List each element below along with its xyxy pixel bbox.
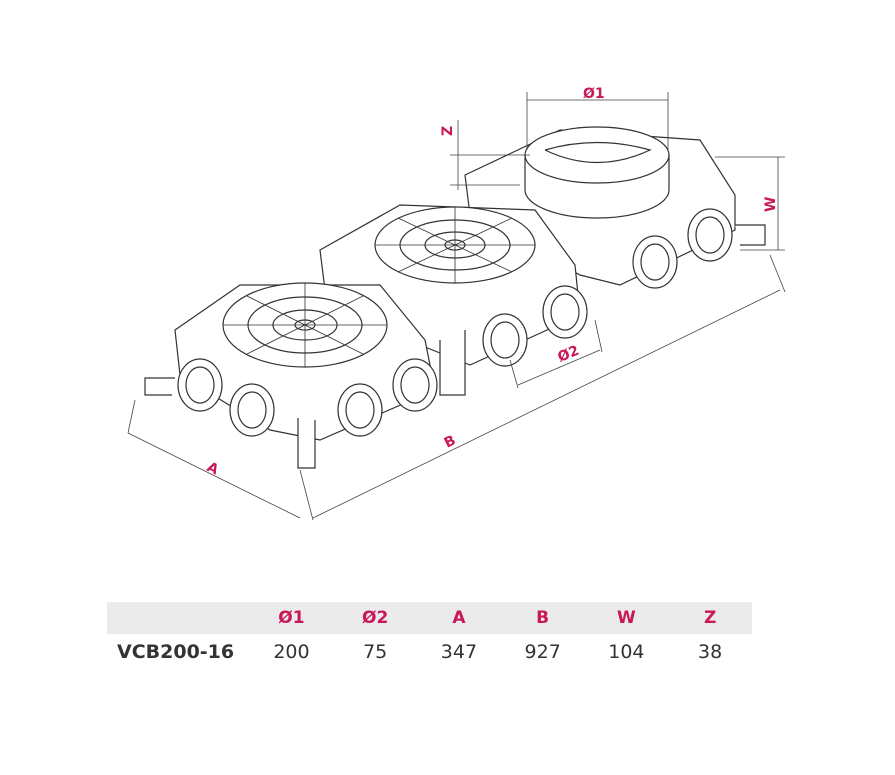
value-cell: 38: [698, 641, 723, 663]
header-cell-b: B: [536, 608, 550, 628]
dim-w-line: [715, 156, 785, 251]
header-cell-a: A: [452, 608, 466, 628]
value-cell: 347: [440, 641, 478, 663]
value-cell: 200: [273, 641, 310, 663]
header-cell-z: Z: [703, 608, 717, 628]
table-header: Ø1 Ø2 A B W Z: [107, 602, 752, 634]
label-w: W: [763, 197, 779, 212]
value-cell: 927: [524, 641, 561, 663]
dim-z-line: [450, 120, 530, 190]
product-drawing: Ø1 Z W B A Ø2: [127, 86, 786, 521]
dim-b-line: [299, 254, 786, 521]
model-cell: VCB200-16: [117, 641, 235, 663]
plenum-module-left: [144, 282, 466, 469]
value-cell: 104: [608, 641, 645, 663]
label-d2: Ø2: [556, 343, 582, 366]
value-cell: 75: [363, 641, 388, 663]
label-b: B: [442, 433, 459, 452]
label-z: Z: [440, 126, 456, 136]
header-cell-d2: Ø2: [362, 608, 389, 628]
dim-d2-line: [509, 319, 603, 389]
label-a: A: [204, 459, 221, 478]
header-cell-w: W: [616, 608, 636, 628]
label-d1: Ø1: [583, 86, 605, 102]
dim-d1-line: [526, 92, 669, 150]
main-spigot: [524, 126, 670, 184]
dimensions-table: Ø1 Ø2 A B W Z VCB200-16 200 75 347 927 1…: [107, 602, 752, 670]
table-row: VCB200-16 200 75 347 927 104 38: [107, 634, 752, 670]
dim-a-line: [127, 399, 301, 519]
header-cell-d1: Ø1: [278, 608, 305, 628]
